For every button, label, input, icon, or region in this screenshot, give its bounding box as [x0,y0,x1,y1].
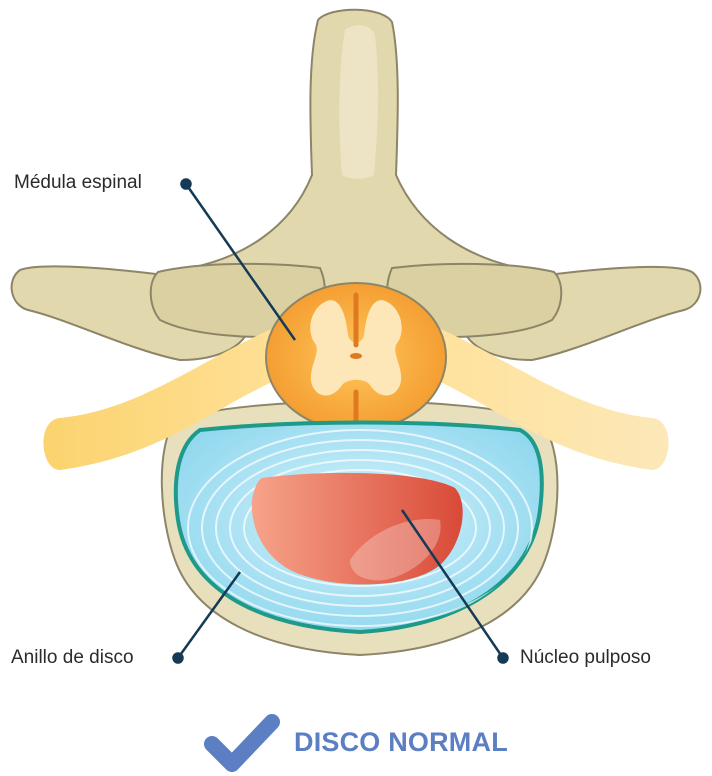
checkmark-icon [204,714,280,772]
annulus-rings [187,429,533,627]
central-canal [350,353,362,359]
grey-matter [310,300,402,396]
spinous-highlight [339,25,378,179]
footer-title: DISCO NORMAL [294,726,508,757]
footer-status: DISCO NORMAL [204,712,508,772]
label-nucleus-pulposus: Núcleo pulposo [520,647,651,668]
nucleus-pulposus [251,472,463,585]
label-disc-ring: Anillo de disco [11,647,134,668]
label-spinal-cord: Médula espinal [14,172,142,193]
leader-lines [172,178,509,664]
right-nerve-root [412,325,669,470]
left-nerve-root [43,325,300,470]
